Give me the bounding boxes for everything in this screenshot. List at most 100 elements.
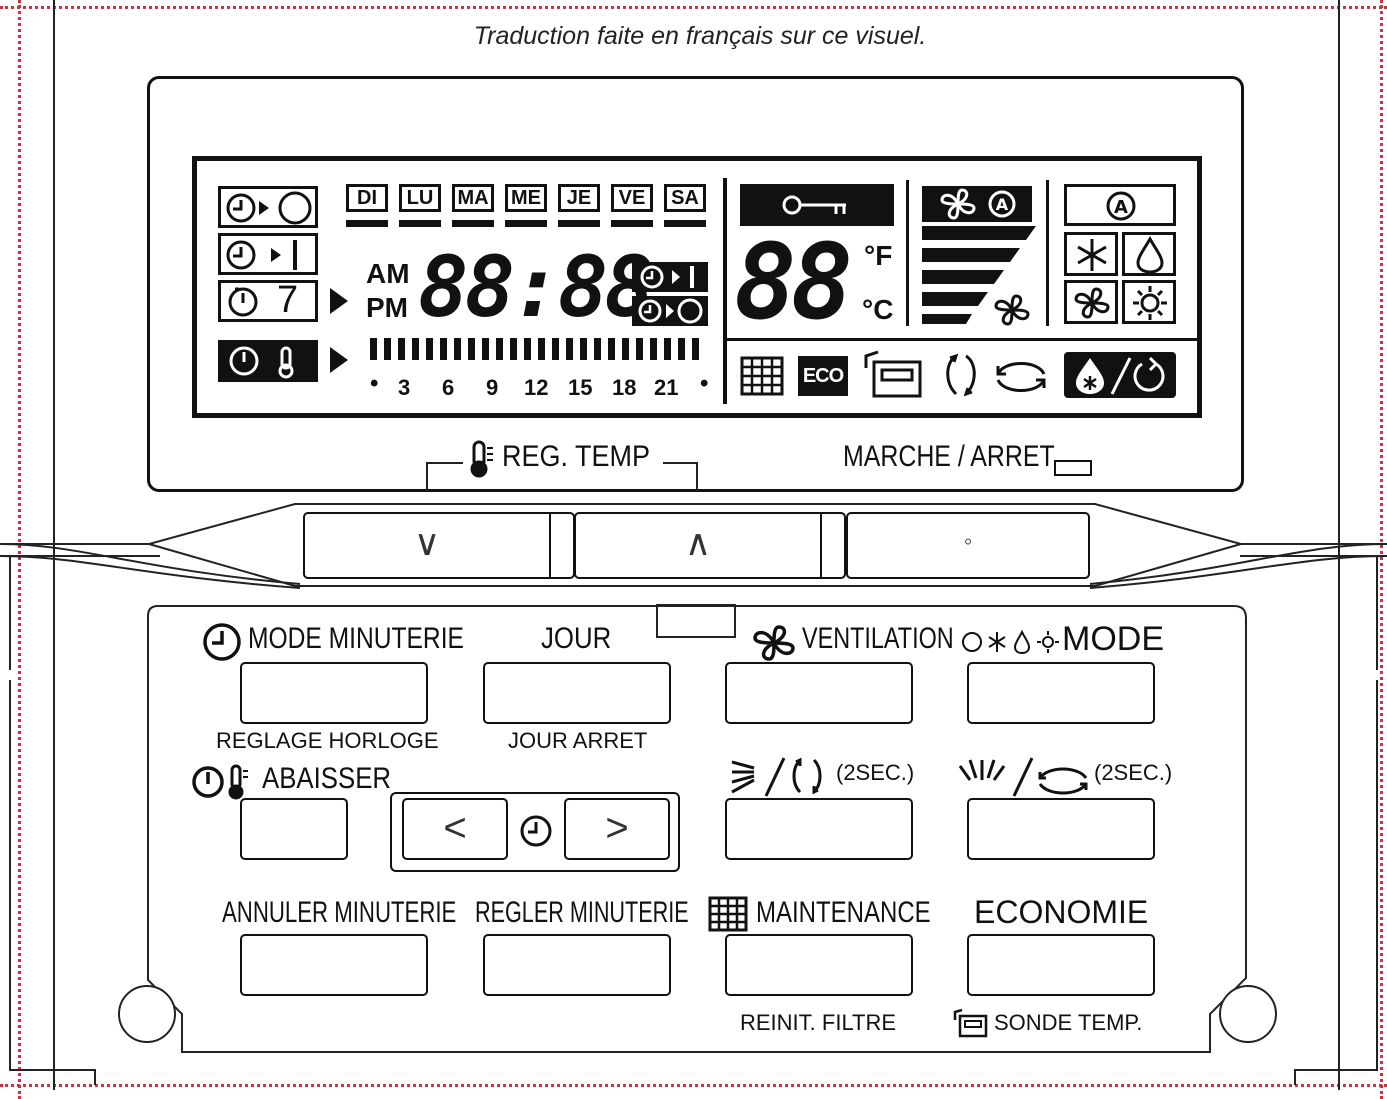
mode-auto-box: A: [1064, 184, 1176, 226]
water-drop-icon: [1136, 236, 1164, 274]
eco-indicator: ECO: [798, 356, 848, 396]
mode-label: MODE: [1062, 620, 1164, 658]
lcd-divider: [906, 180, 909, 326]
pm-label: PM: [366, 292, 408, 323]
temp-up-button[interactable]: ∧: [574, 512, 846, 579]
hour-dot-left: •: [370, 370, 379, 397]
maintenance-grid-icon: [708, 896, 748, 932]
mode-minuterie-label: MODE MINUTERIE: [248, 622, 464, 655]
caption: Traduction faite en français sur ce visu…: [473, 22, 927, 50]
hour-3: 3: [398, 375, 411, 400]
temp-digits: 88: [734, 221, 853, 343]
day-bar: [611, 220, 653, 227]
marche-arret-label: MARCHE / ARRET: [843, 440, 1055, 473]
lock-indicator: [740, 184, 894, 226]
chevron-right-icon: >: [605, 806, 629, 850]
weekly-clock-icon: [228, 287, 258, 317]
auto-mode-icon: A: [1106, 191, 1136, 221]
time-forward-button[interactable]: >: [564, 798, 670, 860]
maintenance-button[interactable]: [725, 934, 913, 996]
fan-speed-button[interactable]: [725, 662, 913, 724]
jour-label: JOUR: [541, 622, 612, 655]
arrow-weekly-indicator: [330, 288, 348, 314]
economy-button[interactable]: [967, 934, 1155, 996]
fan-auto-indicator: A: [922, 186, 1032, 222]
cut-line-top: [0, 6, 1387, 9]
housing-wings: [0, 543, 1387, 589]
temp-down-button[interactable]: ∨: [303, 512, 575, 579]
fan-icon: [753, 625, 795, 661]
hour-bar-ticks: [370, 338, 699, 360]
hour-6: 6: [442, 375, 455, 400]
mode-icons-strip: [962, 629, 1059, 655]
day-lu: LU: [399, 184, 441, 212]
twosec-a-label: (2SEC.): [836, 760, 915, 785]
power-dot-icon: ◦: [963, 528, 973, 555]
fan-speed-bars: [922, 226, 1036, 324]
swing-horizontal-icon: [996, 362, 1046, 392]
setback-button[interactable]: [240, 798, 348, 860]
fan-auto-a: A: [996, 195, 1009, 214]
lcd-divider: [723, 178, 727, 404]
setback-timer-box: [218, 340, 318, 382]
horizontal-louver-icon: [958, 757, 1088, 797]
reg-temp-label: REG. TEMP: [502, 440, 651, 473]
lcd-divider: [727, 338, 1197, 341]
hour-15: 15: [568, 375, 593, 400]
ventilation-label: VENTILATION: [802, 622, 954, 655]
hour-12: 12: [524, 375, 549, 400]
arrow-setback-indicator: [330, 347, 348, 373]
day-ma: MA: [452, 184, 494, 212]
maintenance-grid-icon: [740, 356, 784, 396]
chevron-up-icon: ∧: [684, 522, 712, 563]
clock-on-indicator: [632, 296, 708, 326]
day-bar: [346, 220, 388, 227]
lower-panel-outline: [118, 605, 1277, 1053]
horizontal-airflow-button[interactable]: [967, 798, 1155, 860]
economie-label: ECONOMIE: [974, 894, 1149, 930]
day-bar: [452, 220, 494, 227]
set-timer-button[interactable]: [483, 934, 671, 996]
day-je: JE: [558, 184, 600, 212]
clock-play-circle-icon: [226, 191, 312, 225]
mode-cool-box: [1064, 232, 1118, 276]
abaisser-label: ABAISSER: [262, 762, 392, 795]
timer-off-box: [218, 233, 318, 275]
fan-auto-icon: A: [940, 188, 1016, 220]
mode-button[interactable]: [967, 662, 1155, 724]
regler-minuterie-label: REGLER MINUTERIE: [475, 896, 689, 929]
twosec-b-label: (2SEC.): [1094, 760, 1173, 785]
power-led: [1054, 460, 1092, 476]
swing-vertical-icon: [946, 353, 976, 397]
sonde-temp-label: SONDE TEMP.: [994, 1010, 1143, 1035]
lcd-divider: [1046, 180, 1049, 326]
day-ve: VE: [611, 184, 653, 212]
clock-play-bar-icon: [640, 265, 694, 289]
power-button[interactable]: ◦: [846, 512, 1090, 579]
fan-icon: [1074, 287, 1110, 319]
cut-line-right: [1380, 0, 1383, 1099]
hour-bar: [370, 338, 706, 362]
hour-21: 21: [654, 375, 679, 400]
unit-f: °F: [864, 240, 893, 271]
timer-on-off-box: [218, 186, 318, 228]
remote-sensor-icon: [864, 350, 922, 398]
auto-mode-a: A: [1114, 197, 1128, 218]
mode-heat-box: [1122, 280, 1176, 324]
cancel-timer-button[interactable]: [240, 934, 428, 996]
vertical-airflow-button[interactable]: [725, 798, 913, 860]
clock-icon: [203, 623, 241, 661]
sun-icon: [1133, 286, 1167, 320]
weekly-7-label: 7: [277, 279, 299, 321]
unit-c: °C: [862, 294, 894, 325]
timer-mode-button[interactable]: [240, 662, 428, 724]
day-sa: SA: [664, 184, 706, 212]
remote-sensor-icon: [953, 1008, 988, 1038]
hour-dot-right: •: [700, 370, 709, 397]
day-button[interactable]: [483, 662, 671, 724]
day-bar: [399, 220, 441, 227]
time-back-button[interactable]: <: [402, 798, 508, 860]
clock-digits: 88:88: [418, 238, 655, 336]
reg-temp-bracket: [426, 462, 698, 491]
chevron-down-icon: ∨: [413, 522, 441, 563]
